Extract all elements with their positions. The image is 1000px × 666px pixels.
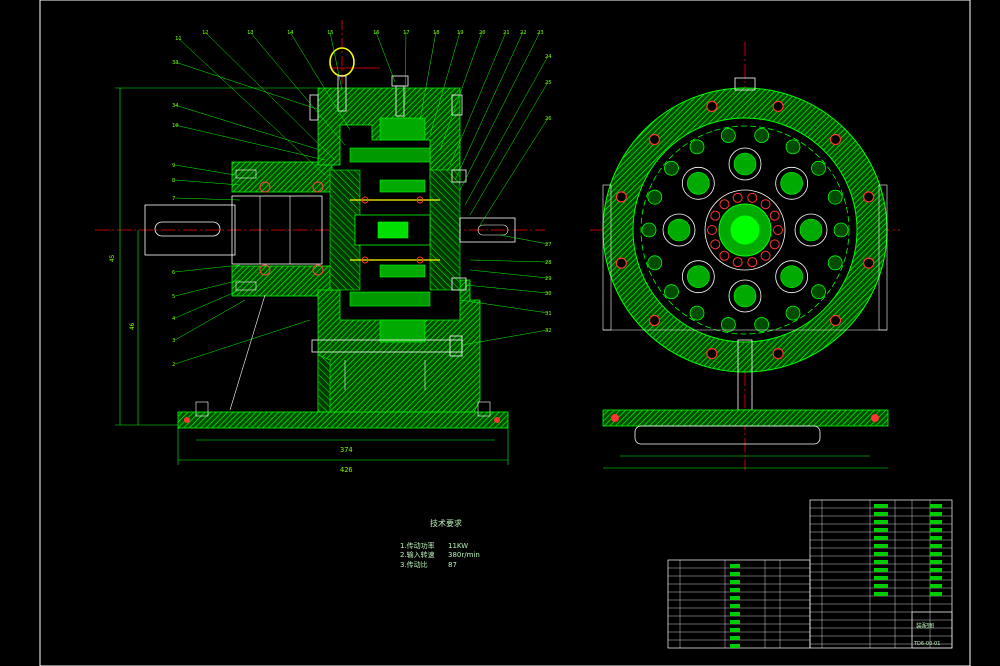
part-balloon: 24 (545, 54, 552, 60)
tech-item-3-value: 87 (448, 561, 457, 569)
part-balloon: 3 (172, 338, 175, 344)
drawing-border (39, 0, 971, 666)
part-balloon: 16 (373, 30, 380, 36)
tech-item-1-label: 1.传动功率 (400, 541, 435, 550)
front-section-view: 45 46 (95, 20, 552, 474)
tech-item-1-value: 11KW (448, 542, 468, 550)
part-balloon: 7 (172, 196, 175, 202)
part-balloon: 34 (172, 103, 179, 109)
side-view (590, 42, 900, 470)
part-balloon: 28 (545, 260, 552, 266)
part-balloon: 5 (172, 294, 175, 300)
part-balloon: 20 (479, 30, 486, 36)
part-balloon: 18 (433, 30, 440, 36)
dim-overall-width: 374 (340, 446, 353, 454)
tech-item-2-value: 380r/min (448, 551, 480, 559)
part-balloon: 27 (545, 242, 552, 248)
part-balloon: 22 (520, 30, 527, 36)
part-balloon: 15 (327, 30, 334, 36)
part-balloon: 12 (202, 30, 209, 36)
part-balloon: 19 (457, 30, 464, 36)
part-balloon: 13 (247, 30, 254, 36)
dim-height-label: 45 (109, 254, 116, 262)
part-balloon: 17 (403, 30, 410, 36)
part-balloon: 8 (172, 178, 175, 184)
part-balloon: 26 (545, 116, 552, 122)
part-balloon: 23 (537, 30, 544, 36)
part-balloon: 14 (287, 30, 294, 36)
part-balloon: 6 (172, 270, 175, 276)
part-balloon: 10 (172, 123, 179, 129)
parts-list (667, 499, 953, 649)
part-balloon: 30 (545, 291, 552, 297)
part-balloon: 11 (175, 36, 182, 42)
part-balloon: 21 (503, 30, 510, 36)
part-balloon: 33 (172, 60, 179, 66)
title-block: 装配图 TD6-00-01 (911, 611, 953, 649)
tech-requirements: 技术要求 1.传动功率 11KW 2.输入转速 380r/min 3.传动比 8… (400, 518, 480, 569)
part-balloon: 32 (545, 328, 552, 334)
part-balloon: 29 (545, 276, 552, 282)
part-balloon: 2 (172, 362, 175, 368)
tech-requirements-title: 技术要求 (430, 518, 462, 528)
part-balloon: 4 (172, 316, 176, 322)
tech-item-2-label: 2.输入转速 (400, 550, 435, 559)
tech-item-3-label: 3.传动比 (400, 560, 428, 569)
part-balloon: 25 (545, 80, 552, 86)
drawing-number: TD6-00-01 (913, 641, 940, 647)
dim-height-total-label: 46 (129, 322, 136, 330)
part-balloon: 31 (545, 311, 552, 317)
drawing-name: 装配图 (916, 622, 934, 630)
part-balloon: 9 (172, 163, 175, 169)
dim-base-width: 426 (340, 466, 353, 474)
